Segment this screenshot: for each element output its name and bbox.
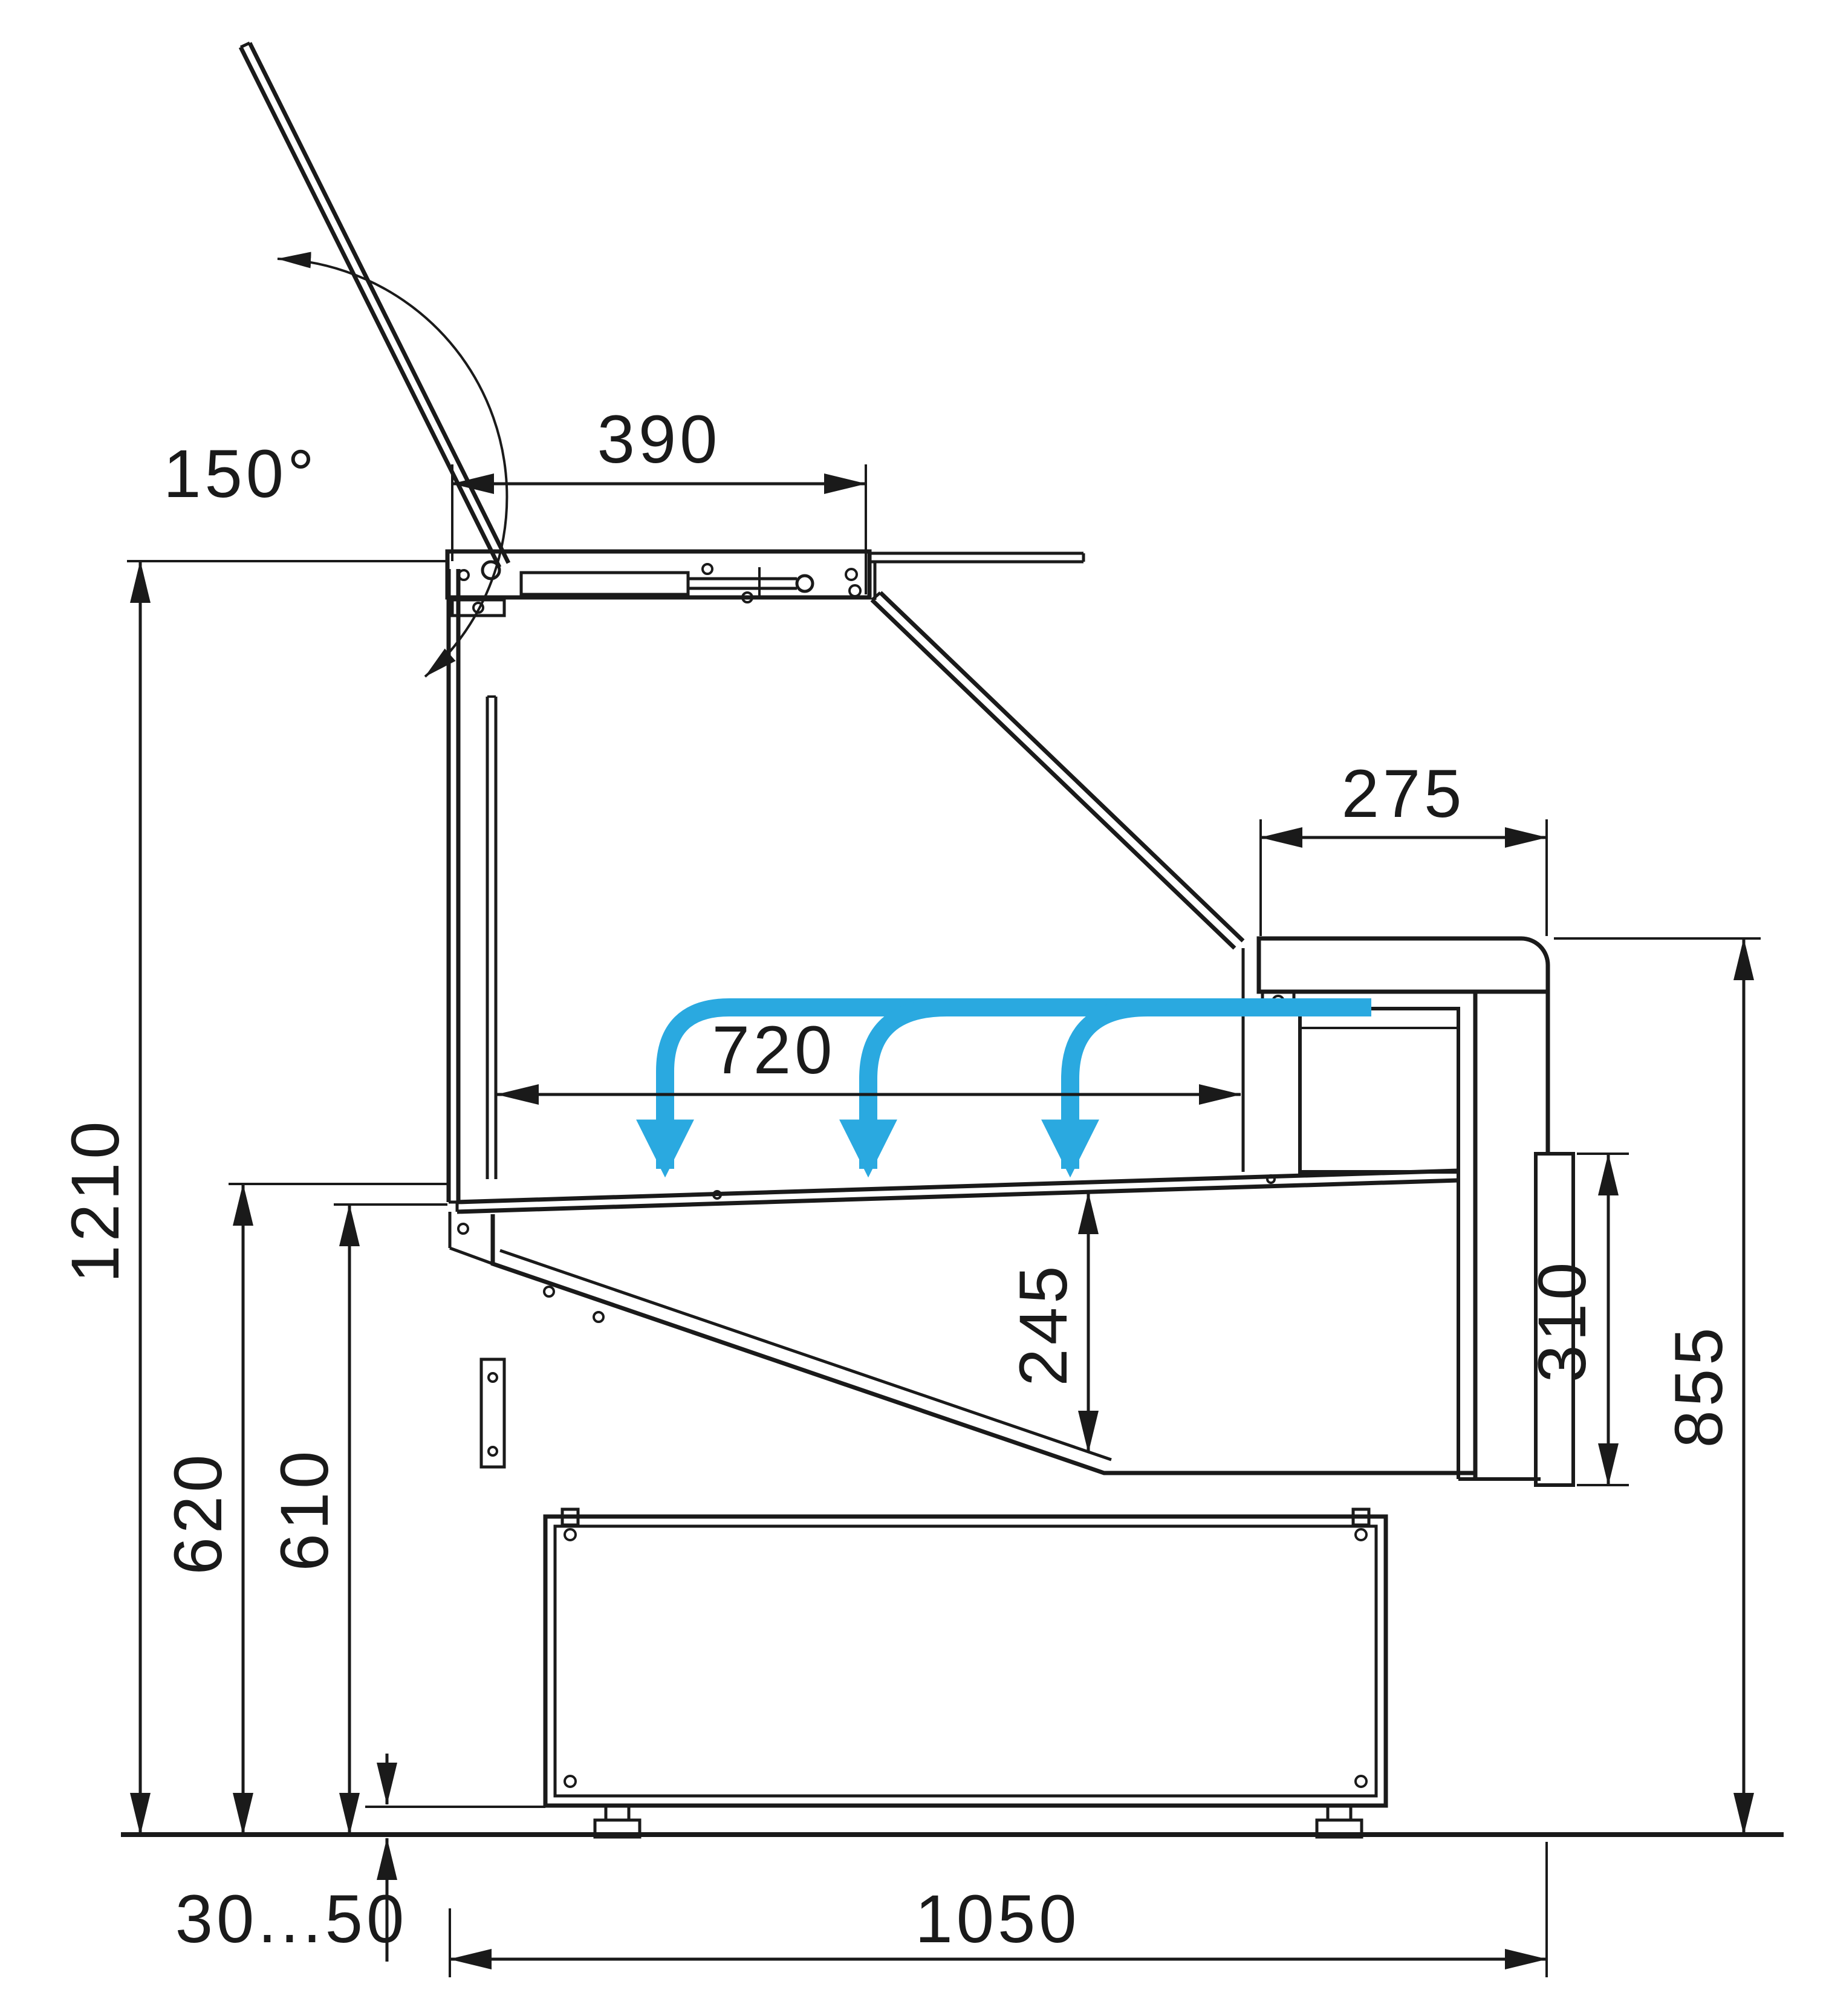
dim-label-390: 390 <box>597 402 721 477</box>
bolt-left <box>560 1507 580 1527</box>
dim-label-1210: 1210 <box>57 1117 133 1283</box>
dimension-rear-worktop-depth <box>1259 819 1548 936</box>
dim-label-310: 310 <box>1524 1259 1600 1383</box>
dim-label-720: 720 <box>712 1012 836 1088</box>
dim-label-275: 275 <box>1342 756 1466 831</box>
front-glass-panel <box>446 569 498 1204</box>
strut-mount <box>795 574 814 593</box>
dimension-base-length <box>449 1842 1548 1977</box>
dimension-rear-worktop-height <box>1554 937 1761 1835</box>
rear-glass-panel <box>870 591 1245 950</box>
lower-cabinet <box>448 1182 1478 1475</box>
airflow-main <box>635 998 1371 1178</box>
rear-worktop-unit <box>1256 936 1575 1487</box>
hinge-bracket <box>450 598 506 617</box>
dim-label-620: 620 <box>160 1451 236 1575</box>
dim-label-610: 610 <box>267 1448 342 1572</box>
gas-strut-body <box>519 571 690 596</box>
airflow-arrows <box>635 998 1371 1178</box>
bolt-right <box>1351 1507 1371 1527</box>
front-trim-strip <box>479 1358 506 1469</box>
rear-access-panel <box>1534 1152 1575 1487</box>
dimension-front-height-inner <box>334 1203 447 1835</box>
dim-label-245: 245 <box>1005 1263 1081 1387</box>
dim-label-1050: 1050 <box>915 1881 1080 1957</box>
evaporator-housing <box>1298 1007 1460 1174</box>
dimension-lid-depth <box>451 464 867 594</box>
right-foot <box>1326 1804 1353 1822</box>
lid-hinge-pivot <box>481 560 501 580</box>
dim-label-angle: 150° <box>163 436 318 512</box>
dim-label-30-50: 30...50 <box>175 1881 408 1957</box>
dimension-overall-height <box>127 560 447 1835</box>
airflow-branch-rear <box>1041 998 1148 1178</box>
lid-angle-indicator <box>277 252 508 678</box>
display-deck <box>455 948 1459 1214</box>
canopy-assembly <box>445 549 1085 617</box>
left-foot <box>604 1804 631 1822</box>
airflow-branch-middle <box>839 998 947 1178</box>
dim-label-855: 855 <box>1661 1324 1736 1448</box>
dimension-foot-adjustment <box>365 1754 545 1962</box>
rear-worktop-slab <box>1256 936 1550 994</box>
dimension-rear-panel-height <box>1577 1153 1629 1486</box>
dimension-front-height-outer <box>229 1183 447 1835</box>
base-plinth <box>543 1507 1388 1808</box>
